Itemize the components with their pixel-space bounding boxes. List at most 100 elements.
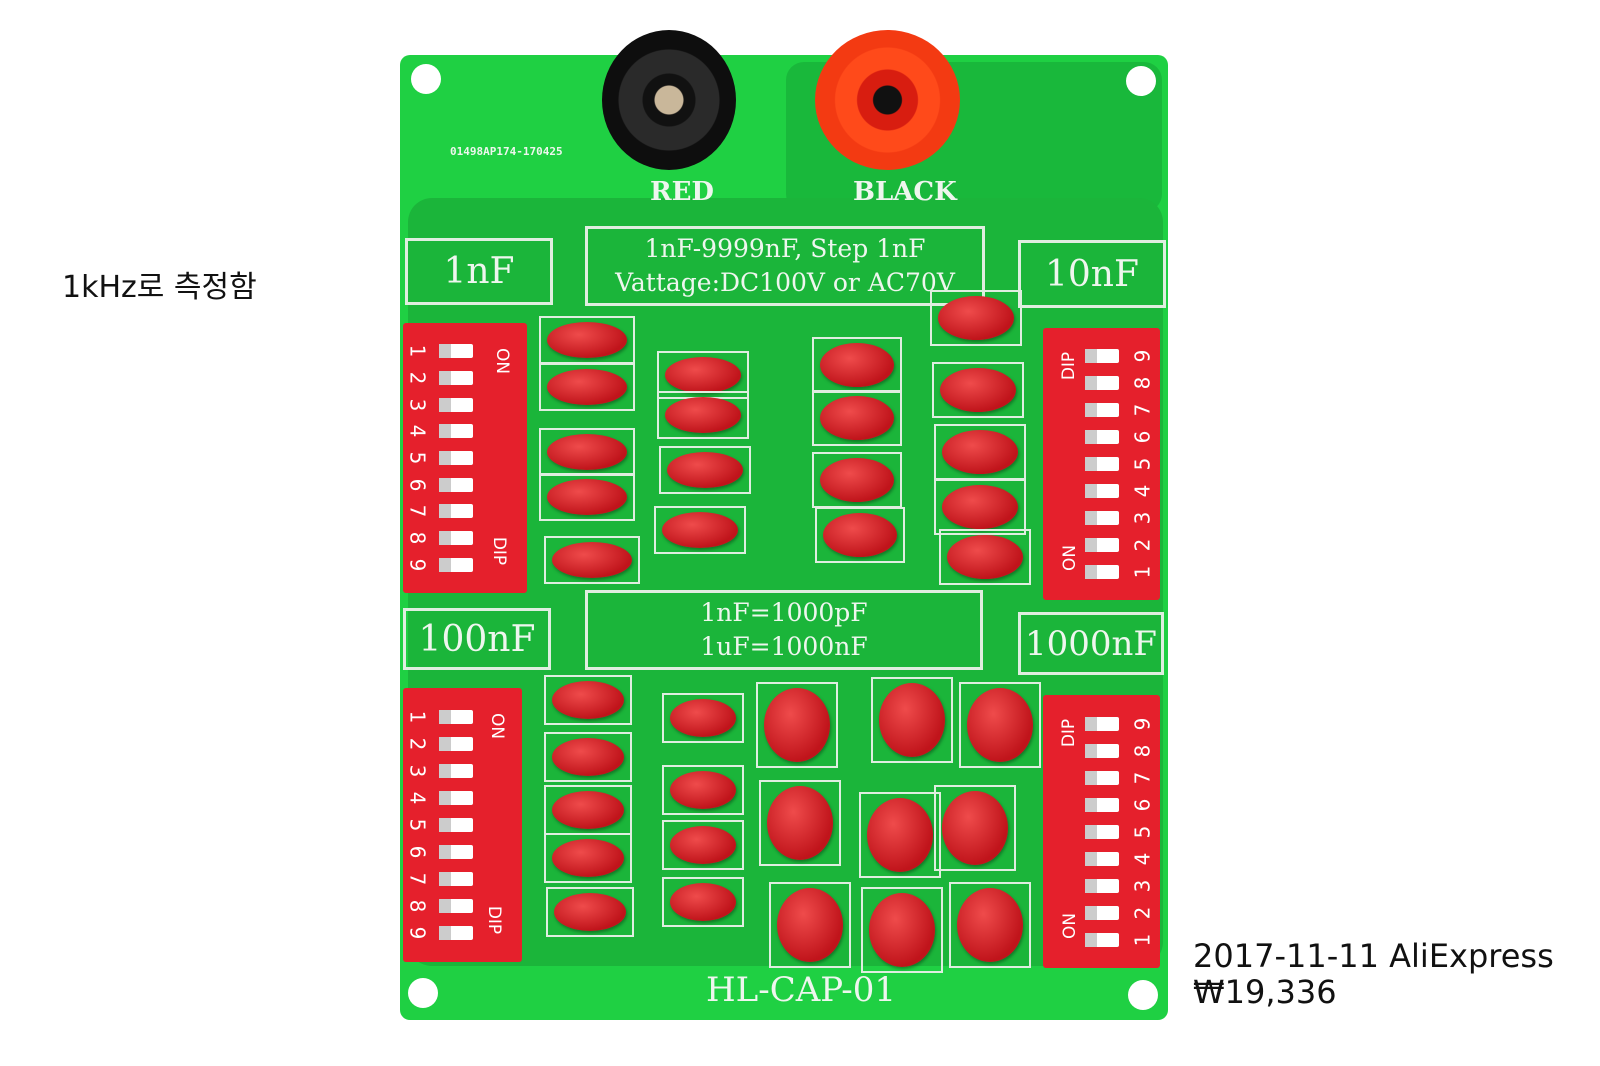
capacitor: [547, 369, 627, 405]
dip-number: 2: [1130, 538, 1155, 552]
silkscreen-outline: [659, 446, 751, 494]
serial-number: 01498AP174-170425: [450, 145, 563, 158]
dip-on-label: ON: [1060, 544, 1081, 572]
dip-number: 1: [1130, 565, 1155, 578]
dip-number: 5: [1130, 825, 1155, 838]
bank-label-10nf: 10nF: [1018, 240, 1166, 308]
silkscreen-outline: [871, 677, 953, 763]
dip-toggle[interactable]: [1085, 824, 1119, 839]
dip-toggle[interactable]: [439, 397, 473, 412]
silkscreen-outline: [544, 536, 640, 584]
dip-toggle[interactable]: [439, 872, 473, 887]
dip-number: 4: [405, 424, 430, 438]
dip-toggle[interactable]: [1085, 403, 1119, 418]
dip-toggle[interactable]: [439, 818, 473, 832]
capacitor: [552, 542, 632, 578]
silkscreen-outline: [544, 675, 632, 725]
dip-toggle[interactable]: [1085, 430, 1119, 445]
dip-toggle[interactable]: [439, 504, 473, 519]
dip-number: 4: [405, 791, 430, 805]
capacitor: [667, 452, 743, 488]
dip-toggle[interactable]: [1085, 878, 1119, 893]
capacitor: [767, 786, 833, 860]
dip-number: 3: [1130, 879, 1155, 892]
dip-number: 8: [1130, 376, 1155, 390]
dip-toggle[interactable]: [439, 845, 473, 860]
dip-number: 7: [405, 872, 430, 886]
dip-number: 6: [405, 478, 430, 492]
dip-toggle[interactable]: [1085, 932, 1119, 947]
capacitor: [662, 512, 738, 548]
silkscreen-outline: [539, 473, 635, 521]
red-binding-post[interactable]: [815, 30, 960, 170]
silkscreen-outline: [662, 877, 744, 927]
dip-toggle[interactable]: [439, 709, 473, 724]
dip-toggle[interactable]: [439, 477, 473, 492]
price: ₩19,336: [1193, 973, 1337, 1011]
dip-toggle[interactable]: [1085, 851, 1119, 866]
bank-label-1000nf: 1000nF: [1018, 612, 1164, 675]
dip-toggle[interactable]: [1085, 743, 1119, 758]
dip-toggle[interactable]: [1085, 770, 1119, 785]
bank-label-1nf: 1nF: [405, 238, 553, 305]
dip-toggle[interactable]: [1085, 349, 1119, 364]
capacitor: [942, 485, 1018, 529]
silkscreen-outline: [930, 290, 1022, 346]
dip-toggle[interactable]: [1085, 457, 1119, 471]
dip-toggle[interactable]: [439, 899, 473, 914]
silkscreen-outline: [662, 765, 744, 815]
dip-toggle[interactable]: [1085, 537, 1119, 552]
dip-toggle[interactable]: [439, 763, 473, 778]
dip-label: DIP: [1059, 351, 1080, 381]
dip-toggle[interactable]: [1085, 797, 1119, 812]
measurement-note: 1kHz로 측정함: [62, 270, 257, 305]
dip-number: 5: [405, 451, 430, 465]
dip-number: 2: [405, 371, 430, 385]
capacitor: [867, 798, 933, 872]
capacitor: [665, 357, 741, 393]
dip-toggle[interactable]: [439, 736, 473, 751]
dip-toggle[interactable]: [1085, 510, 1119, 525]
dip-toggle[interactable]: [439, 424, 473, 439]
dip-on-label: ON: [1060, 912, 1081, 940]
silkscreen-outline: [756, 682, 838, 768]
dip-number: 6: [1130, 430, 1155, 444]
dip-number: 4: [1130, 852, 1155, 865]
capacitor: [938, 296, 1014, 340]
dip-toggle[interactable]: [439, 557, 473, 572]
dip-label: DIP: [1059, 718, 1080, 748]
capacitor: [547, 479, 627, 515]
dip-toggle[interactable]: [1085, 483, 1119, 498]
silkscreen-outline: [544, 833, 632, 883]
capacitor: [820, 343, 894, 387]
dip-on-label: ON: [487, 712, 508, 740]
dip-number: 4: [1130, 484, 1155, 498]
capacitor: [670, 699, 736, 737]
silkscreen-outline: [939, 529, 1031, 585]
spec-range: 1nF-9999nF, Step 1nF: [644, 234, 926, 263]
dip-toggle[interactable]: [439, 926, 473, 941]
dip-number: 7: [1130, 403, 1155, 417]
dip-toggle[interactable]: [1085, 905, 1119, 920]
silkscreen-outline: [812, 337, 902, 393]
dip-toggle[interactable]: [439, 531, 473, 545]
capacitor: [552, 791, 624, 829]
dip-toggle[interactable]: [439, 790, 473, 805]
capacitor: [879, 683, 945, 757]
dip-toggle[interactable]: [439, 344, 473, 359]
dip-toggle[interactable]: [1085, 376, 1119, 391]
silkscreen-outline: [812, 390, 902, 446]
dip-toggle[interactable]: [439, 451, 473, 465]
dip-number: 5: [405, 818, 430, 832]
black-binding-post[interactable]: [602, 30, 736, 170]
dip-toggle[interactable]: [1085, 564, 1119, 579]
dip-toggle[interactable]: [439, 371, 473, 385]
bank-label-100nf: 100nF: [403, 608, 551, 670]
dip-toggle[interactable]: [1085, 716, 1119, 731]
spec-box: 1nF-9999nF, Step 1nF Vattage:DC100V or A…: [585, 226, 985, 306]
capacitor: [764, 688, 830, 762]
silkscreen-outline: [859, 792, 941, 878]
